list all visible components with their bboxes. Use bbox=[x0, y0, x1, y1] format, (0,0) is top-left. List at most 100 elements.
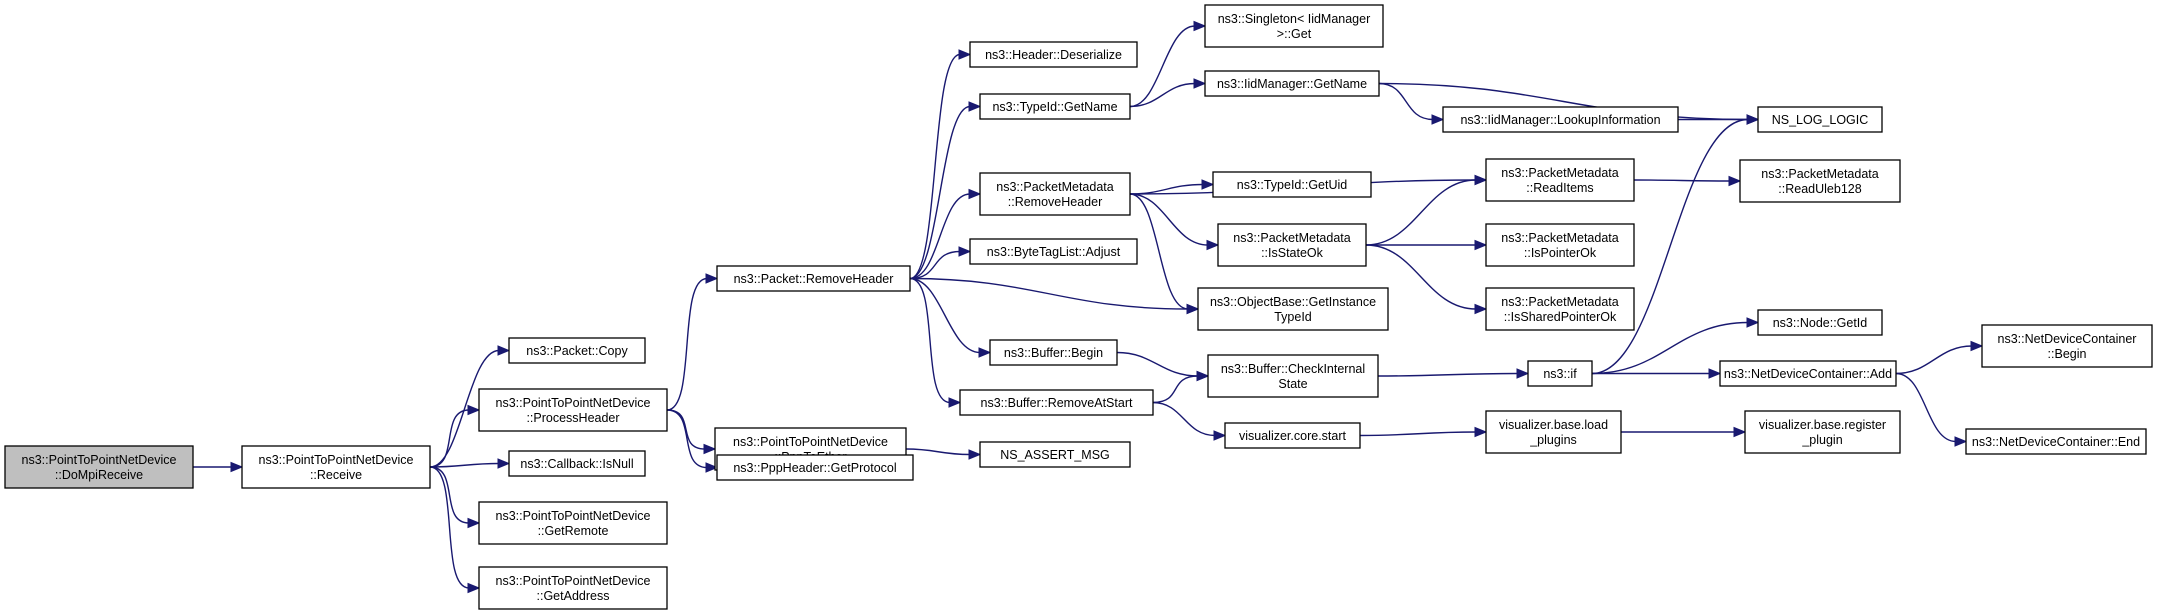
nodes-layer: ns3::PointToPointNetDevice::DoMpiReceive… bbox=[4, 4, 2153, 610]
edge-n33-n35 bbox=[1895, 340, 1984, 375]
graph-node-n33[interactable]: ns3::NetDeviceContainer::Add bbox=[1719, 360, 1897, 387]
graph-node-n30[interactable]: NS_LOG_LOGIC bbox=[1757, 106, 1883, 133]
graph-node-n23[interactable]: visualizer.core.start bbox=[1224, 422, 1361, 449]
graph-node-n17[interactable]: ns3::Singleton< IidManager>::Get bbox=[1204, 4, 1384, 48]
edge-n3-n7 bbox=[666, 273, 719, 411]
graph-node-n10[interactable]: ns3::Header::Deserialize bbox=[969, 41, 1138, 68]
edge-arrowhead bbox=[1186, 303, 1200, 315]
node-box bbox=[979, 441, 1131, 468]
edge-arrowhead bbox=[467, 517, 481, 529]
edge-n7-n11 bbox=[909, 101, 982, 280]
edge-n28-n33 bbox=[1591, 368, 1722, 379]
graph-node-n2[interactable]: ns3::Packet::Copy bbox=[508, 337, 646, 364]
edge-line bbox=[1152, 401, 1216, 437]
node-label: TypeId bbox=[1274, 310, 1312, 324]
edge-n20-n25 bbox=[1365, 174, 1488, 246]
edge-arrowhead bbox=[1474, 239, 1488, 251]
graph-node-n29[interactable]: visualizer.base.load_plugins bbox=[1485, 410, 1622, 454]
graph-node-n7[interactable]: ns3::Packet::RemoveHeader bbox=[716, 265, 911, 292]
graph-node-n27[interactable]: ns3::PacketMetadata::IsSharedPointerOk bbox=[1485, 287, 1635, 331]
edge-line bbox=[666, 409, 708, 469]
node-box bbox=[969, 238, 1138, 265]
edge-line bbox=[1359, 431, 1477, 437]
node-box bbox=[241, 445, 431, 489]
node-label: ns3::PointToPointNetDevice bbox=[259, 453, 414, 467]
edge-n3-n8 bbox=[666, 409, 717, 455]
graph-node-n28[interactable]: ns3::if bbox=[1527, 360, 1593, 387]
graph-node-n5[interactable]: ns3::PointToPointNetDevice::GetRemote bbox=[478, 501, 668, 545]
node-label: NS_ASSERT_MSG bbox=[1000, 448, 1110, 462]
node-box bbox=[478, 388, 668, 432]
edge-arrowhead bbox=[1516, 368, 1530, 379]
node-box bbox=[979, 172, 1131, 216]
node-label: ns3::Buffer::RemoveAtStart bbox=[981, 396, 1133, 410]
edge-n15-n22 bbox=[1152, 370, 1210, 404]
node-label: _plugin bbox=[1801, 433, 1842, 447]
edge-line bbox=[666, 409, 706, 450]
graph-node-n25[interactable]: ns3::PacketMetadata::ReadItems bbox=[1485, 158, 1635, 202]
graph-node-n9[interactable]: ns3::PppHeader::GetProtocol bbox=[716, 454, 914, 481]
edge-n7-n13 bbox=[909, 246, 972, 280]
node-label: ns3::Callback::IsNull bbox=[520, 457, 633, 471]
edge-n25-n31 bbox=[1633, 175, 1742, 187]
edge-line bbox=[909, 53, 961, 280]
node-label: ns3::if bbox=[1543, 367, 1577, 381]
node-box bbox=[1485, 223, 1635, 267]
graph-node-n12[interactable]: ns3::PacketMetadata::RemoveHeader bbox=[979, 172, 1131, 216]
edge-arrowhead bbox=[948, 397, 962, 408]
graph-node-n20[interactable]: ns3::PacketMetadata::IsStateOk bbox=[1217, 223, 1367, 267]
graph-node-n16[interactable]: NS_ASSERT_MSG bbox=[979, 441, 1131, 468]
graph-node-n36[interactable]: ns3::NetDeviceContainer::End bbox=[1965, 428, 2147, 455]
graph-node-n14[interactable]: ns3::Buffer::Begin bbox=[989, 339, 1118, 366]
edge-line bbox=[1116, 351, 1199, 377]
node-box bbox=[989, 339, 1118, 366]
graph-node-n34[interactable]: visualizer.base.register_plugin bbox=[1744, 410, 1901, 454]
edge-n1-n5 bbox=[429, 466, 481, 529]
edge-n7-n12 bbox=[909, 188, 982, 280]
node-label: ::ReadItems bbox=[1526, 181, 1593, 195]
node-box bbox=[1485, 410, 1622, 454]
graph-node-n24[interactable]: ns3::IidManager::LookupInformation bbox=[1442, 106, 1679, 133]
node-box bbox=[508, 337, 646, 364]
graph-node-n31[interactable]: ns3::PacketMetadata::ReadUleb128 bbox=[1739, 159, 1901, 203]
edge-arrowhead bbox=[1733, 426, 1747, 438]
graph-node-n32[interactable]: ns3::Node::GetId bbox=[1757, 309, 1883, 336]
graph-node-n35[interactable]: ns3::NetDeviceContainer::Begin bbox=[1981, 324, 2153, 368]
edge-n20-n27 bbox=[1365, 244, 1488, 315]
edge-n28-n30 bbox=[1591, 114, 1760, 375]
node-label: ns3::NetDeviceContainer bbox=[1998, 332, 2137, 346]
graph-node-n18[interactable]: ns3::IidManager::GetName bbox=[1204, 70, 1380, 97]
edge-arrowhead bbox=[958, 246, 972, 257]
node-label: ns3::PacketMetadata bbox=[1501, 166, 1618, 180]
node-label: NS_LOG_LOGIC bbox=[1772, 113, 1869, 127]
node-label: visualizer.core.start bbox=[1239, 429, 1347, 443]
graph-node-n11[interactable]: ns3::TypeId::GetName bbox=[979, 93, 1131, 120]
edge-line bbox=[1152, 375, 1199, 404]
graph-node-n6[interactable]: ns3::PointToPointNetDevice::GetAddress bbox=[478, 566, 668, 610]
edge-n12-n19 bbox=[1129, 179, 1215, 195]
node-label: ns3::ByteTagList::Adjust bbox=[987, 245, 1121, 259]
graph-node-n26[interactable]: ns3::PacketMetadata::IsPointerOk bbox=[1485, 223, 1635, 267]
edge-arrowhead bbox=[1206, 239, 1220, 251]
graph-node-n4[interactable]: ns3::Callback::IsNull bbox=[508, 450, 646, 477]
graph-node-n0[interactable]: ns3::PointToPointNetDevice::DoMpiReceive bbox=[4, 445, 194, 489]
edge-arrowhead bbox=[968, 188, 982, 200]
edge-arrowhead bbox=[958, 49, 972, 60]
node-label: ns3::TypeId::GetName bbox=[992, 100, 1117, 114]
node-box bbox=[1965, 428, 2147, 455]
graph-node-n1[interactable]: ns3::PointToPointNetDevice::Receive bbox=[241, 445, 431, 489]
graph-node-n13[interactable]: ns3::ByteTagList::Adjust bbox=[969, 238, 1138, 265]
graph-node-n19[interactable]: ns3::TypeId::GetUid bbox=[1212, 171, 1372, 198]
node-label: ns3::IidManager::LookupInformation bbox=[1460, 113, 1660, 127]
node-label: ns3::PointToPointNetDevice bbox=[733, 435, 888, 449]
graph-node-n15[interactable]: ns3::Buffer::RemoveAtStart bbox=[959, 389, 1154, 416]
edge-n15-n23 bbox=[1152, 401, 1227, 441]
node-label: ns3::Singleton< IidManager bbox=[1218, 12, 1371, 26]
graph-node-n3[interactable]: ns3::PointToPointNetDevice::ProcessHeade… bbox=[478, 388, 668, 432]
node-label: ns3::Node::GetId bbox=[1773, 316, 1868, 330]
node-label: ns3::PointToPointNetDevice bbox=[496, 574, 651, 588]
node-label: ns3::PacketMetadata bbox=[1761, 167, 1878, 181]
